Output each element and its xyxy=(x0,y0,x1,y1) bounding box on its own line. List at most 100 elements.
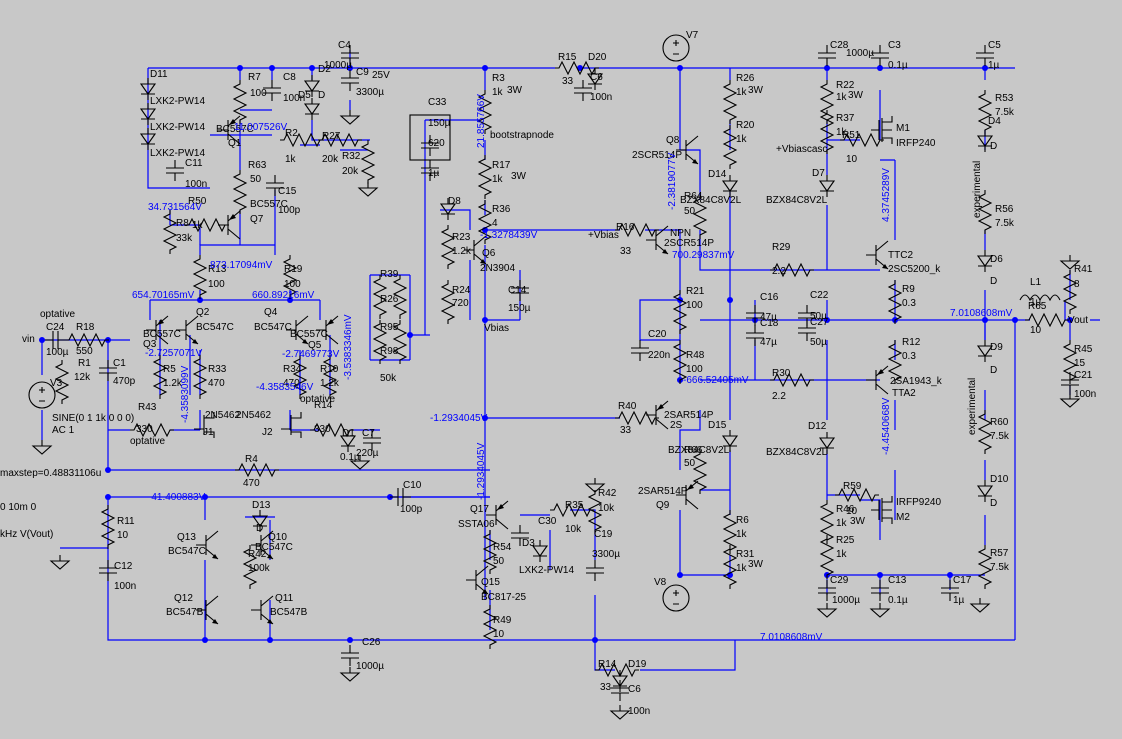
svg-text:20k: 20k xyxy=(322,154,339,165)
svg-text:0.3: 0.3 xyxy=(902,298,916,309)
svg-text:33: 33 xyxy=(562,76,574,87)
svg-text:R65: R65 xyxy=(1028,301,1047,312)
svg-text:10: 10 xyxy=(1030,325,1042,336)
svg-text:R37: R37 xyxy=(836,113,855,124)
svg-text:10k: 10k xyxy=(565,524,582,535)
svg-text:D: D xyxy=(990,276,997,287)
svg-text:1µ: 1µ xyxy=(1030,297,1042,308)
svg-text:R60: R60 xyxy=(990,417,1009,428)
svg-text:50µ: 50µ xyxy=(810,311,827,322)
svg-text:3300µ: 3300µ xyxy=(356,87,384,98)
svg-text:R98: R98 xyxy=(380,346,399,357)
svg-text:0.3: 0.3 xyxy=(902,351,916,362)
svg-text:-4.3583546V: -4.3583546V xyxy=(256,382,314,393)
svg-text:R64: R64 xyxy=(684,191,703,202)
svg-text:0.1µ: 0.1µ xyxy=(888,60,908,71)
svg-text:+Vbiascasc: +Vbiascasc xyxy=(776,144,827,155)
svg-text:1.2k: 1.2k xyxy=(452,246,472,257)
svg-text:V8: V8 xyxy=(654,577,667,588)
svg-text:3W: 3W xyxy=(850,516,866,527)
svg-text:D14: D14 xyxy=(708,169,727,180)
svg-text:100p: 100p xyxy=(278,205,301,216)
svg-text:C30: C30 xyxy=(538,516,557,527)
svg-text:470p: 470p xyxy=(113,376,136,387)
svg-text:M2: M2 xyxy=(896,512,910,523)
svg-text:R12: R12 xyxy=(902,337,921,348)
svg-text:660.89216mV: 660.89216mV xyxy=(252,290,315,301)
svg-text:BC547B: BC547B xyxy=(166,607,204,618)
svg-text:Q2: Q2 xyxy=(196,307,210,318)
svg-text:50: 50 xyxy=(493,556,505,567)
svg-text:C22: C22 xyxy=(810,290,829,301)
svg-text:BC557C: BC557C xyxy=(216,124,254,135)
svg-text:R11: R11 xyxy=(117,516,135,527)
svg-text:-2.7469773V: -2.7469773V xyxy=(282,349,340,360)
svg-text:R59: R59 xyxy=(843,481,862,492)
svg-text:D: D xyxy=(990,498,997,509)
svg-text:R33: R33 xyxy=(208,364,227,375)
svg-text:LXK2-PW14: LXK2-PW14 xyxy=(150,122,205,133)
svg-text:R57: R57 xyxy=(990,548,1009,559)
svg-text:AC 1: AC 1 xyxy=(52,425,75,436)
svg-text:C21: C21 xyxy=(1074,370,1093,381)
svg-text:maxstep=0.48831106u: maxstep=0.48831106u xyxy=(0,468,101,479)
svg-text:100p: 100p xyxy=(400,504,423,515)
svg-text:47µ: 47µ xyxy=(760,337,777,348)
svg-text:50: 50 xyxy=(684,206,696,217)
svg-text:LXK2-PW14: LXK2-PW14 xyxy=(150,148,205,159)
svg-text:2N3904: 2N3904 xyxy=(480,263,515,274)
svg-text:7.5k: 7.5k xyxy=(990,431,1010,442)
svg-text:R7: R7 xyxy=(248,72,261,83)
svg-text:10: 10 xyxy=(493,629,505,640)
svg-text:2SAR514P: 2SAR514P xyxy=(638,486,688,497)
svg-text:R31: R31 xyxy=(736,549,755,560)
svg-text:R63: R63 xyxy=(248,160,267,171)
svg-text:R43: R43 xyxy=(138,402,157,413)
svg-text:BZX84C8V2L: BZX84C8V2L xyxy=(766,195,828,206)
svg-text:Q4: Q4 xyxy=(264,307,278,318)
svg-text:220n: 220n xyxy=(648,350,670,361)
svg-text:R14: R14 xyxy=(598,659,617,670)
svg-text:Q9: Q9 xyxy=(656,500,670,511)
svg-text:Q12: Q12 xyxy=(174,593,193,604)
svg-text:100n: 100n xyxy=(114,581,136,592)
svg-text:1000µ: 1000µ xyxy=(832,595,860,606)
svg-text:Q1: Q1 xyxy=(228,138,242,149)
svg-text:1k: 1k xyxy=(492,87,504,98)
svg-text:100k: 100k xyxy=(248,563,271,574)
svg-text:100n: 100n xyxy=(185,179,207,190)
svg-text:470: 470 xyxy=(243,478,260,489)
svg-text:BZX84C8V2L: BZX84C8V2L xyxy=(766,447,828,458)
svg-text:3W: 3W xyxy=(748,559,764,570)
svg-text:R24: R24 xyxy=(452,285,471,296)
svg-text:TTA2: TTA2 xyxy=(892,388,916,399)
svg-text:R32: R32 xyxy=(342,151,361,162)
svg-text:kHz V(Vout): kHz V(Vout) xyxy=(0,529,53,540)
svg-text:R2: R2 xyxy=(285,128,298,139)
svg-text:100µ: 100µ xyxy=(46,347,69,358)
svg-text:C7: C7 xyxy=(362,428,375,439)
net-labels: vin Vout Vbias +Vbias +Vbiascasc bootstr… xyxy=(22,130,1088,447)
svg-text:1µ: 1µ xyxy=(428,168,440,179)
svg-text:25V: 25V xyxy=(372,70,390,81)
svg-text:C20: C20 xyxy=(648,329,667,340)
svg-text:V7: V7 xyxy=(686,30,699,41)
svg-text:Q13: Q13 xyxy=(177,532,196,543)
svg-text:2N5462: 2N5462 xyxy=(236,410,271,421)
svg-text:C17: C17 xyxy=(953,575,972,586)
svg-text:R6: R6 xyxy=(736,515,749,526)
svg-text:720: 720 xyxy=(452,298,469,309)
svg-text:BC547C: BC547C xyxy=(168,546,206,557)
svg-text:100: 100 xyxy=(686,364,703,375)
svg-text:IRFP240: IRFP240 xyxy=(896,138,936,149)
svg-text:LXK2-PW14: LXK2-PW14 xyxy=(519,565,574,576)
svg-text:10: 10 xyxy=(846,506,858,517)
svg-text:C3: C3 xyxy=(888,40,901,51)
svg-text:3W: 3W xyxy=(748,85,764,96)
svg-text:LXK2-PW14: LXK2-PW14 xyxy=(150,96,205,107)
svg-text:experimental: experimental xyxy=(967,378,978,435)
svg-text:7.5k: 7.5k xyxy=(990,562,1010,573)
svg-text:3300µ: 3300µ xyxy=(592,549,620,560)
svg-text:R25: R25 xyxy=(836,535,855,546)
